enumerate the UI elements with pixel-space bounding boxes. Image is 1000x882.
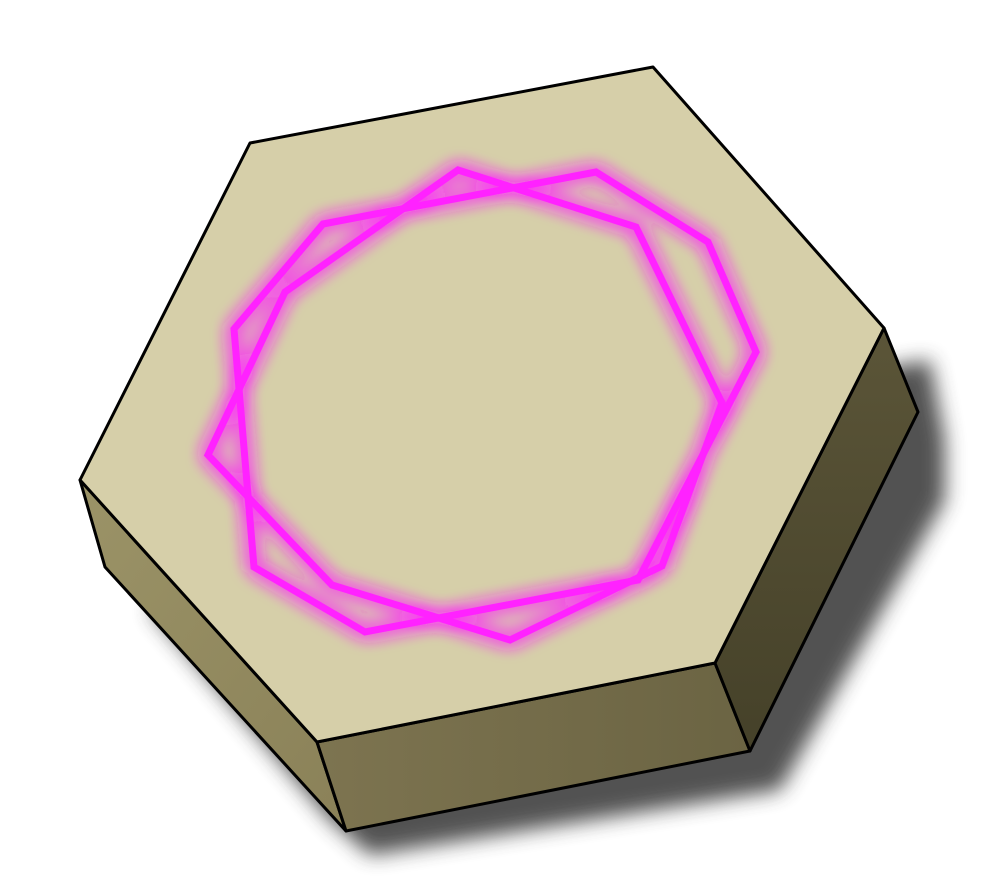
rune-symbol[interactable] <box>203 166 760 644</box>
rune-octagon-b <box>203 166 726 644</box>
tile-top-face[interactable] <box>78 65 886 744</box>
